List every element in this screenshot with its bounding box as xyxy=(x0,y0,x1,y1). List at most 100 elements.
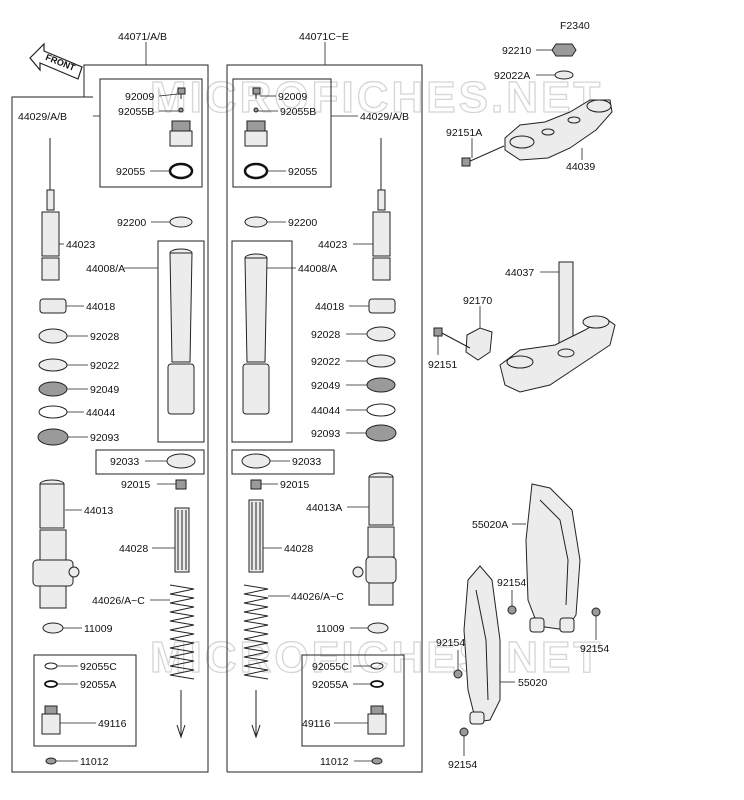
part-11012-left xyxy=(45,757,57,765)
label-92151: 92151 xyxy=(428,359,457,371)
left-oring-box xyxy=(95,449,205,475)
label-92022a: 92022A xyxy=(494,70,530,82)
label-11009-left: 11009 xyxy=(84,623,113,635)
label-92028-left: 92028 xyxy=(90,331,119,343)
part-92093-right xyxy=(365,424,397,442)
part-labels: 44029/A/B 92009 92055B 92055 92200 44023… xyxy=(18,45,609,771)
label-92154-d: 92154 xyxy=(448,759,477,771)
part-92049-left xyxy=(38,381,68,397)
part-44044-right xyxy=(366,403,396,417)
part-92022-left xyxy=(38,358,68,372)
label-92015-left: 92015 xyxy=(121,479,150,491)
part-92015-left xyxy=(175,479,187,490)
part-92170-clamp xyxy=(465,327,493,361)
label-92009-right: 92009 xyxy=(278,91,307,103)
label-44023-right: 44023 xyxy=(318,239,347,251)
part-44023-left xyxy=(41,138,60,281)
label-92200-right: 92200 xyxy=(288,217,317,229)
label-44037: 44037 xyxy=(505,267,534,279)
label-92028-right: 92028 xyxy=(311,329,340,341)
part-44013-left xyxy=(32,479,80,609)
left-cap-box xyxy=(99,78,203,188)
label-44026-left: 44026/A~C xyxy=(92,595,145,607)
label-44071c-e: 44071C~E xyxy=(299,31,349,43)
label-92154-b: 92154 xyxy=(580,643,609,655)
part-92033-right xyxy=(241,453,271,469)
right-valve-box xyxy=(301,654,405,747)
part-11009-left xyxy=(42,622,64,634)
label-92022-left: 92022 xyxy=(90,360,119,372)
part-92009-left xyxy=(177,87,186,99)
label-44018-left: 44018 xyxy=(86,301,115,313)
label-44044-left: 44044 xyxy=(86,407,115,419)
part-92028-left xyxy=(38,328,68,344)
part-92022a-washer xyxy=(554,70,574,80)
label-49116-right: 49116 xyxy=(302,718,331,730)
label-11012-right: 11012 xyxy=(320,756,349,768)
left-valve-box xyxy=(33,654,137,747)
label-92022-right: 92022 xyxy=(311,356,340,368)
label-92049-left: 92049 xyxy=(90,384,119,396)
label-92055c-left: 92055C xyxy=(80,661,117,673)
part-92049-right xyxy=(366,377,396,393)
part-92055-right xyxy=(243,162,269,180)
label-92055-right: 92055 xyxy=(288,166,317,178)
label-92055b-left: 92055B xyxy=(118,106,154,118)
part-44044-left xyxy=(38,405,68,419)
part-92093-left xyxy=(37,428,69,446)
part-92009-right xyxy=(252,87,261,99)
part-92028-right xyxy=(366,326,396,342)
label-44044-right: 44044 xyxy=(311,405,340,417)
part-92055b-right xyxy=(253,107,259,113)
watermark-bottom: MICROFICHES.NET xyxy=(150,633,603,682)
label-44013a: 44013A xyxy=(306,502,342,514)
part-44028-right xyxy=(248,499,264,573)
label-92170: 92170 xyxy=(463,295,492,307)
label-92093-left: 92093 xyxy=(90,432,119,444)
part-92055a-left xyxy=(44,680,58,688)
part-44008-right xyxy=(242,253,270,415)
label-92015-right: 92015 xyxy=(280,479,309,491)
part-92055a-right xyxy=(370,680,384,688)
part-92055b-left xyxy=(178,107,184,113)
part-92022-right xyxy=(366,354,396,368)
part-92033-left xyxy=(166,453,196,469)
front-arrow-icon: FRONT xyxy=(29,42,83,80)
label-44028-right: 44028 xyxy=(284,543,313,555)
right-cap-box xyxy=(232,78,332,188)
label-92151a: 92151A xyxy=(446,127,482,139)
label-92210: 92210 xyxy=(502,45,531,57)
part-49116-right xyxy=(367,705,387,735)
label-92055b-right: 92055B xyxy=(280,106,316,118)
part-49116-left xyxy=(41,705,61,735)
right-oring-box xyxy=(231,449,335,475)
right-tube-box xyxy=(231,240,293,443)
label-92200-left: 92200 xyxy=(117,217,146,229)
label-44026-right: 44026/A~C xyxy=(291,591,344,603)
leader-lines xyxy=(56,49,597,762)
label-92154-c: 92154 xyxy=(436,637,465,649)
part-cap-bolt-right xyxy=(244,120,268,147)
part-44023-right xyxy=(372,138,391,281)
label-92154-a: 92154 xyxy=(497,577,526,589)
label-55020a: 55020A xyxy=(472,519,508,531)
label-44028-left: 44028 xyxy=(119,543,148,555)
label-11012-left: 11012 xyxy=(80,756,109,768)
part-44008-left xyxy=(167,248,195,415)
part-44026-left xyxy=(169,584,195,739)
label-92049-right: 92049 xyxy=(311,380,340,392)
label-44008-right: 44008/A xyxy=(298,263,337,275)
label-44029-left: 44029/A/B xyxy=(18,111,67,123)
part-92151-bolt xyxy=(433,327,471,349)
part-44039-upper-clamp xyxy=(504,99,613,161)
label-11009-right: 11009 xyxy=(316,623,345,635)
part-44018-left xyxy=(39,298,67,314)
part-92015-right xyxy=(250,479,262,490)
label-44008-left: 44008/A xyxy=(86,263,125,275)
watermark-top: MICROFICHES.NET xyxy=(150,73,603,122)
part-44018-right xyxy=(368,298,396,314)
label-92033-left: 92033 xyxy=(110,456,139,468)
label-55020: 55020 xyxy=(518,677,547,689)
